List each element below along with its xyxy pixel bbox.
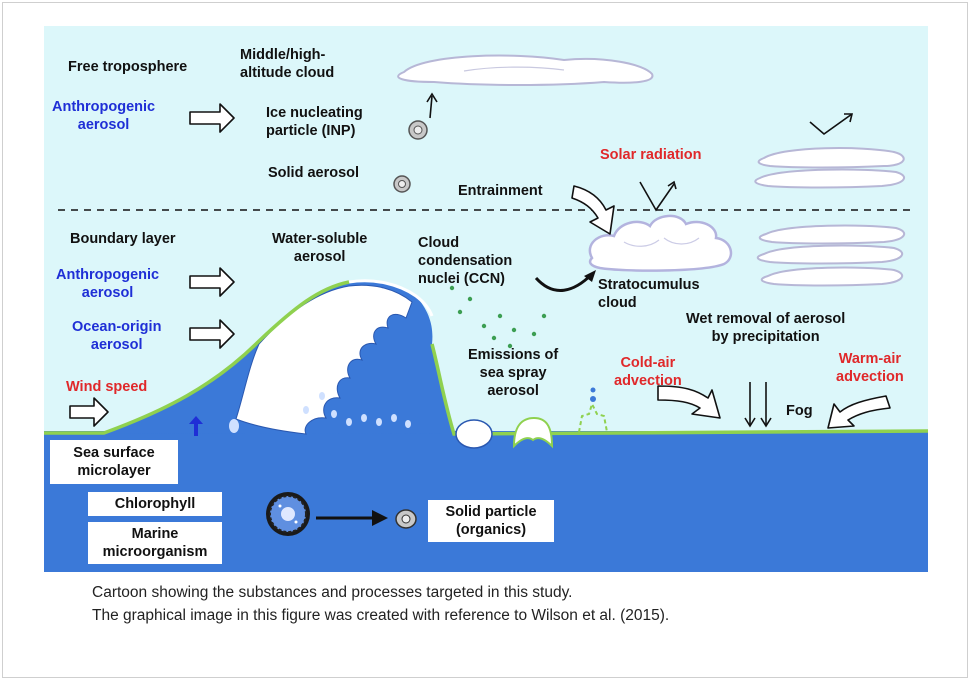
sea-spray-bubbles [455,387,608,449]
entrainment-label: Entrainment [458,183,543,199]
warm-air-advection-label: Warm-air advection [836,351,904,385]
wave-crest [348,279,434,317]
stratocumulus-cloud-label: Stratocumulus cloud [598,277,700,311]
middle-high-cloud-label: Middle/high- altitude cloud [240,47,335,81]
wave-foam [235,284,413,435]
high-cloud [397,54,654,86]
emissions-sea-spray-label: Emissions of sea spray aerosol [468,347,559,399]
water-soluble-aerosol-label: Water-soluble aerosol [272,231,368,265]
underwater-bubbles [229,392,411,433]
diagram-svg [44,26,928,572]
marine-microorganism-box: Marine microorganism [88,522,222,564]
sea-surface-microlayer-line [44,280,928,436]
ccn-curved-arrow [534,272,594,292]
ocean-origin-aerosol-label: Ocean-origin aerosol [72,319,162,353]
caption-line-2: The graphical image in this figure was c… [92,607,670,624]
ccn-label: Cloud condensation nuclei (CCN) [418,235,513,287]
marine-microorganism-icon [266,492,310,536]
solar-radiation-label: Solar radiation [600,147,702,163]
fog-label: Fog [786,403,813,419]
anthropogenic-aerosol-bl-label: Anthropogenic aerosol [56,267,160,301]
anthropogenic-aerosol-top-label: Anthropogenic aerosol [52,99,156,133]
ccn-dots [449,285,547,349]
free-troposphere-label: Free troposphere [68,59,188,75]
line-arrows [426,92,854,428]
organics-arrowhead [372,510,388,526]
hollow-arrows [69,103,891,429]
stratocumulus-cloud-shape [588,214,733,272]
wind-speed-label: Wind speed [66,379,148,395]
ice-nucleating-particle-label: Ice nucleating particle (INP) [266,105,363,139]
solid-aerosol-icon [393,175,411,193]
sea-surface-microlayer-box: Sea surface microlayer [50,440,178,484]
caption-line-1: Cartoon showing the substances and proce… [92,584,573,601]
ccn-arrowhead [584,270,596,282]
chlorophyll-box: Chlorophyll [88,492,222,516]
wet-removal-label: Wet removal of aerosol by precipitation [686,311,846,345]
ice-nucleating-particle-icon [408,120,428,140]
right-clouds [754,147,906,287]
boundary-layer-label: Boundary layer [70,231,176,247]
solid-particle-icon [395,509,417,529]
solid-particle-organics-box: Solid particle (organics) [428,500,554,542]
solid-aerosol-label: Solid aerosol [268,165,360,181]
cold-air-advection-label: Cold-air advection [614,355,682,389]
upward-arrow-icon [189,416,203,436]
